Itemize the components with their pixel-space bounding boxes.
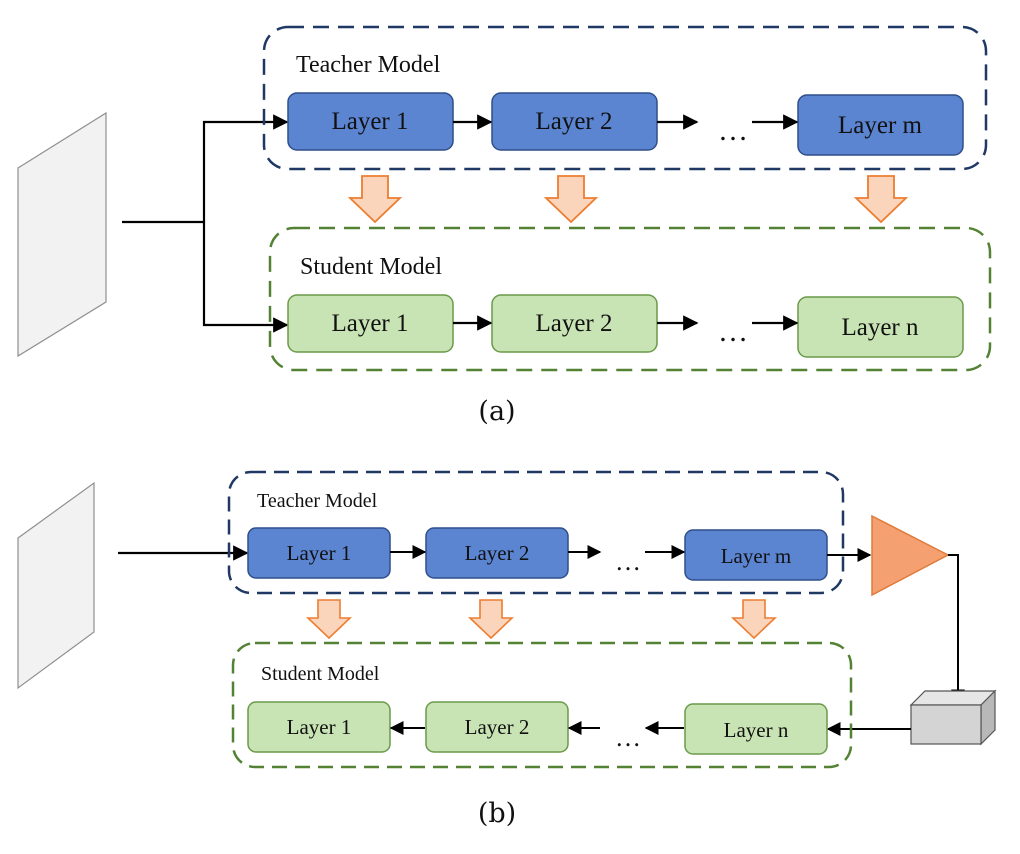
student-model-group	[268, 226, 992, 372]
student-layer-2: Layer 2	[425, 701, 569, 753]
student-layer-n: Layer n	[684, 703, 828, 755]
student-ellipsis: …	[718, 315, 748, 348]
panel-b: Teacher Model Layer 1 Layer 2 Layer m …	[17, 470, 997, 829]
teacher-ellipsis: …	[615, 547, 641, 576]
svg-text:Layer 1: Layer 1	[331, 310, 408, 337]
teacher-model-group	[227, 470, 845, 595]
svg-text:Layer m: Layer m	[721, 544, 792, 568]
feedback-connector	[948, 554, 965, 704]
teacher-ellipsis: …	[718, 114, 748, 147]
svg-text:Layer 1: Layer 1	[287, 715, 352, 739]
teacher-layer-1: Layer 1	[247, 527, 391, 579]
svg-text:Layer 2: Layer 2	[465, 715, 530, 739]
teacher-layer-m: Layer m	[797, 94, 964, 156]
student-layer-2: Layer 2	[491, 294, 658, 353]
input-image-sheet	[17, 111, 107, 358]
teacher-layer-2: Layer 2	[425, 527, 569, 579]
student-layer-1: Layer 1	[287, 294, 454, 353]
svg-text:Layer 2: Layer 2	[465, 541, 530, 565]
panel-b-caption: (b)	[478, 798, 516, 829]
knowledge-transfer-arrow	[468, 599, 514, 640]
panel-a-caption: (a)	[478, 396, 515, 427]
svg-text:Layer 1: Layer 1	[331, 108, 408, 135]
knowledge-transfer-arrow	[543, 175, 599, 224]
student-model-title: Student Model	[300, 254, 442, 280]
svg-text:Layer n: Layer n	[841, 314, 919, 341]
svg-text:Layer 2: Layer 2	[535, 310, 612, 337]
student-layer-n: Layer n	[797, 296, 964, 358]
input-connector	[202, 222, 289, 333]
student-model-group	[231, 641, 853, 769]
knowledge-transfer-arrow	[731, 599, 777, 640]
input-connector	[122, 114, 289, 224]
teacher-layer-m: Layer m	[684, 529, 828, 581]
device-box-icon	[909, 689, 997, 746]
teacher-model-title: Teacher Model	[257, 490, 378, 512]
student-layer-1: Layer 1	[247, 701, 391, 753]
knowledge-transfer-arrow	[306, 599, 352, 640]
teacher-layer-2: Layer 2	[491, 92, 658, 151]
svg-text:Layer 1: Layer 1	[287, 541, 352, 565]
amplifier-triangle-icon	[871, 514, 950, 597]
knowledge-transfer-arrow	[853, 175, 909, 224]
teacher-model-group	[262, 25, 988, 171]
svg-text:Layer 2: Layer 2	[535, 108, 612, 135]
teacher-layer-1: Layer 1	[287, 92, 454, 151]
panel-a: Teacher Model Layer 1 Layer 2 Layer m … …	[17, 25, 992, 427]
student-model-title: Student Model	[261, 663, 380, 685]
student-ellipsis: …	[615, 723, 641, 752]
teacher-model-title: Teacher Model	[296, 52, 441, 78]
knowledge-transfer-arrow	[347, 175, 403, 224]
input-image-sheet	[17, 481, 95, 690]
svg-text:Layer n: Layer n	[724, 718, 789, 742]
svg-text:Layer m: Layer m	[838, 112, 923, 139]
